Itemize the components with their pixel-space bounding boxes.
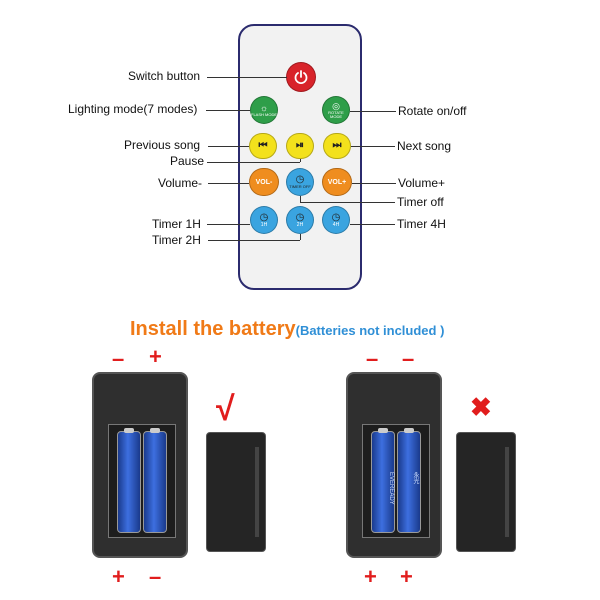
leader-line bbox=[352, 183, 396, 184]
battery-slot: EVEREADY 永光 bbox=[362, 424, 430, 538]
play-pause-icon: ⏯ bbox=[296, 140, 304, 151]
battery-terminal bbox=[378, 428, 388, 433]
label-previous-song: Previous song bbox=[124, 138, 201, 152]
leader-line bbox=[208, 240, 300, 241]
leader-line bbox=[206, 110, 250, 111]
battery-terminal bbox=[150, 428, 160, 433]
title-main: Install the battery bbox=[130, 318, 296, 340]
clock-icon: ◷ bbox=[259, 211, 269, 223]
battery-lid bbox=[456, 432, 516, 552]
leader-line bbox=[300, 196, 301, 202]
leader-line bbox=[207, 224, 250, 225]
label-timer-4h: Timer 4H bbox=[397, 217, 446, 231]
polarity-sign: – bbox=[112, 346, 125, 371]
polarity-sign: + bbox=[400, 564, 413, 589]
battery-case-correct bbox=[92, 372, 188, 558]
leader-line bbox=[300, 202, 395, 203]
wrong-cross-icon: ✖ bbox=[470, 392, 492, 422]
timer-off-button[interactable]: ◷ TIMER OFF bbox=[286, 168, 314, 196]
power-icon bbox=[294, 70, 308, 84]
label-volume-minus: Volume- bbox=[158, 176, 203, 190]
polarity-sign: – bbox=[366, 346, 379, 371]
polarity-sign: – bbox=[402, 346, 415, 371]
label-switch-button: Switch button bbox=[128, 69, 201, 83]
label-volume-plus: Volume+ bbox=[398, 176, 446, 190]
leader-line bbox=[207, 162, 300, 163]
polarity-sign: + bbox=[364, 564, 377, 589]
timer-4h-label: 4H bbox=[332, 221, 340, 228]
battery-slot bbox=[108, 424, 176, 538]
lid-rail bbox=[255, 447, 259, 537]
flash-mode-button[interactable]: ☼ FLASH MODE bbox=[250, 96, 278, 124]
title-subtitle: (Batteries not included ) bbox=[295, 323, 445, 338]
clock-icon: ◷ bbox=[295, 211, 305, 223]
leader-line bbox=[208, 183, 249, 184]
rotate-mode-label: ROTATE MODE bbox=[328, 109, 344, 119]
leader-line bbox=[300, 234, 301, 240]
rotate-icon: ◎ bbox=[332, 100, 340, 111]
battery: EVEREADY bbox=[371, 428, 395, 533]
battery-lid bbox=[206, 432, 266, 552]
rotate-mode-button[interactable]: ◎ ROTATE MODE bbox=[322, 96, 350, 124]
battery-section-title: Install the battery(Batteries not includ… bbox=[130, 318, 444, 341]
power-button[interactable] bbox=[286, 62, 316, 92]
vol-plus-label: VOL+ bbox=[327, 178, 347, 186]
battery: 永光 bbox=[397, 428, 421, 533]
battery-terminal bbox=[404, 428, 414, 433]
timer-off-label: TIMER OFF bbox=[289, 184, 311, 189]
previous-song-button[interactable]: ⏮ bbox=[249, 133, 277, 159]
label-timer-off: Timer off bbox=[397, 195, 444, 209]
next-song-button[interactable]: ⏭ bbox=[323, 133, 351, 159]
leader-line bbox=[300, 159, 301, 162]
label-rotate: Rotate on/off bbox=[398, 104, 467, 118]
next-icon: ⏭ bbox=[332, 140, 342, 151]
label-next-song: Next song bbox=[397, 139, 452, 153]
battery-case-wrong: EVEREADY 永光 bbox=[346, 372, 442, 558]
battery bbox=[117, 428, 141, 533]
leader-line bbox=[350, 111, 396, 112]
volume-up-button[interactable]: VOL+ bbox=[322, 168, 352, 196]
sun-icon: ☼ bbox=[259, 102, 269, 113]
timer-2h-label: 2H bbox=[296, 221, 304, 228]
lid-rail bbox=[505, 447, 509, 537]
timer-1h-label: 1H bbox=[260, 221, 268, 228]
leader-line bbox=[351, 146, 395, 147]
label-lighting-mode: Lighting mode(7 modes) bbox=[68, 102, 198, 116]
timer-2h-button[interactable]: ◷ 2H bbox=[286, 206, 314, 234]
leader-line bbox=[207, 77, 287, 78]
timer-4h-button[interactable]: ◷ 4H bbox=[322, 206, 350, 234]
polarity-sign: – bbox=[149, 564, 162, 589]
clock-icon: ◷ bbox=[295, 174, 305, 185]
battery-brand: EVEREADY bbox=[388, 472, 394, 505]
timer-1h-button[interactable]: ◷ 1H bbox=[250, 206, 278, 234]
battery bbox=[143, 428, 167, 533]
label-timer-2h: Timer 2H bbox=[152, 233, 201, 247]
label-timer-1h: Timer 1H bbox=[152, 217, 201, 231]
battery-brand: 永光 bbox=[412, 472, 418, 484]
flash-mode-label: FLASH MODE bbox=[251, 111, 278, 117]
label-pause: Pause bbox=[170, 154, 205, 168]
polarity-sign: + bbox=[112, 564, 125, 589]
leader-line bbox=[208, 146, 249, 147]
polarity-sign: + bbox=[149, 344, 162, 369]
clock-icon: ◷ bbox=[331, 211, 341, 223]
previous-icon: ⏮ bbox=[258, 140, 268, 151]
volume-down-button[interactable]: VOL- bbox=[249, 168, 279, 196]
play-pause-button[interactable]: ⏯ bbox=[286, 133, 314, 159]
leader-line bbox=[350, 224, 395, 225]
correct-check-icon: √ bbox=[216, 390, 235, 428]
battery-terminal bbox=[124, 428, 134, 433]
vol-minus-label: VOL- bbox=[255, 178, 273, 186]
